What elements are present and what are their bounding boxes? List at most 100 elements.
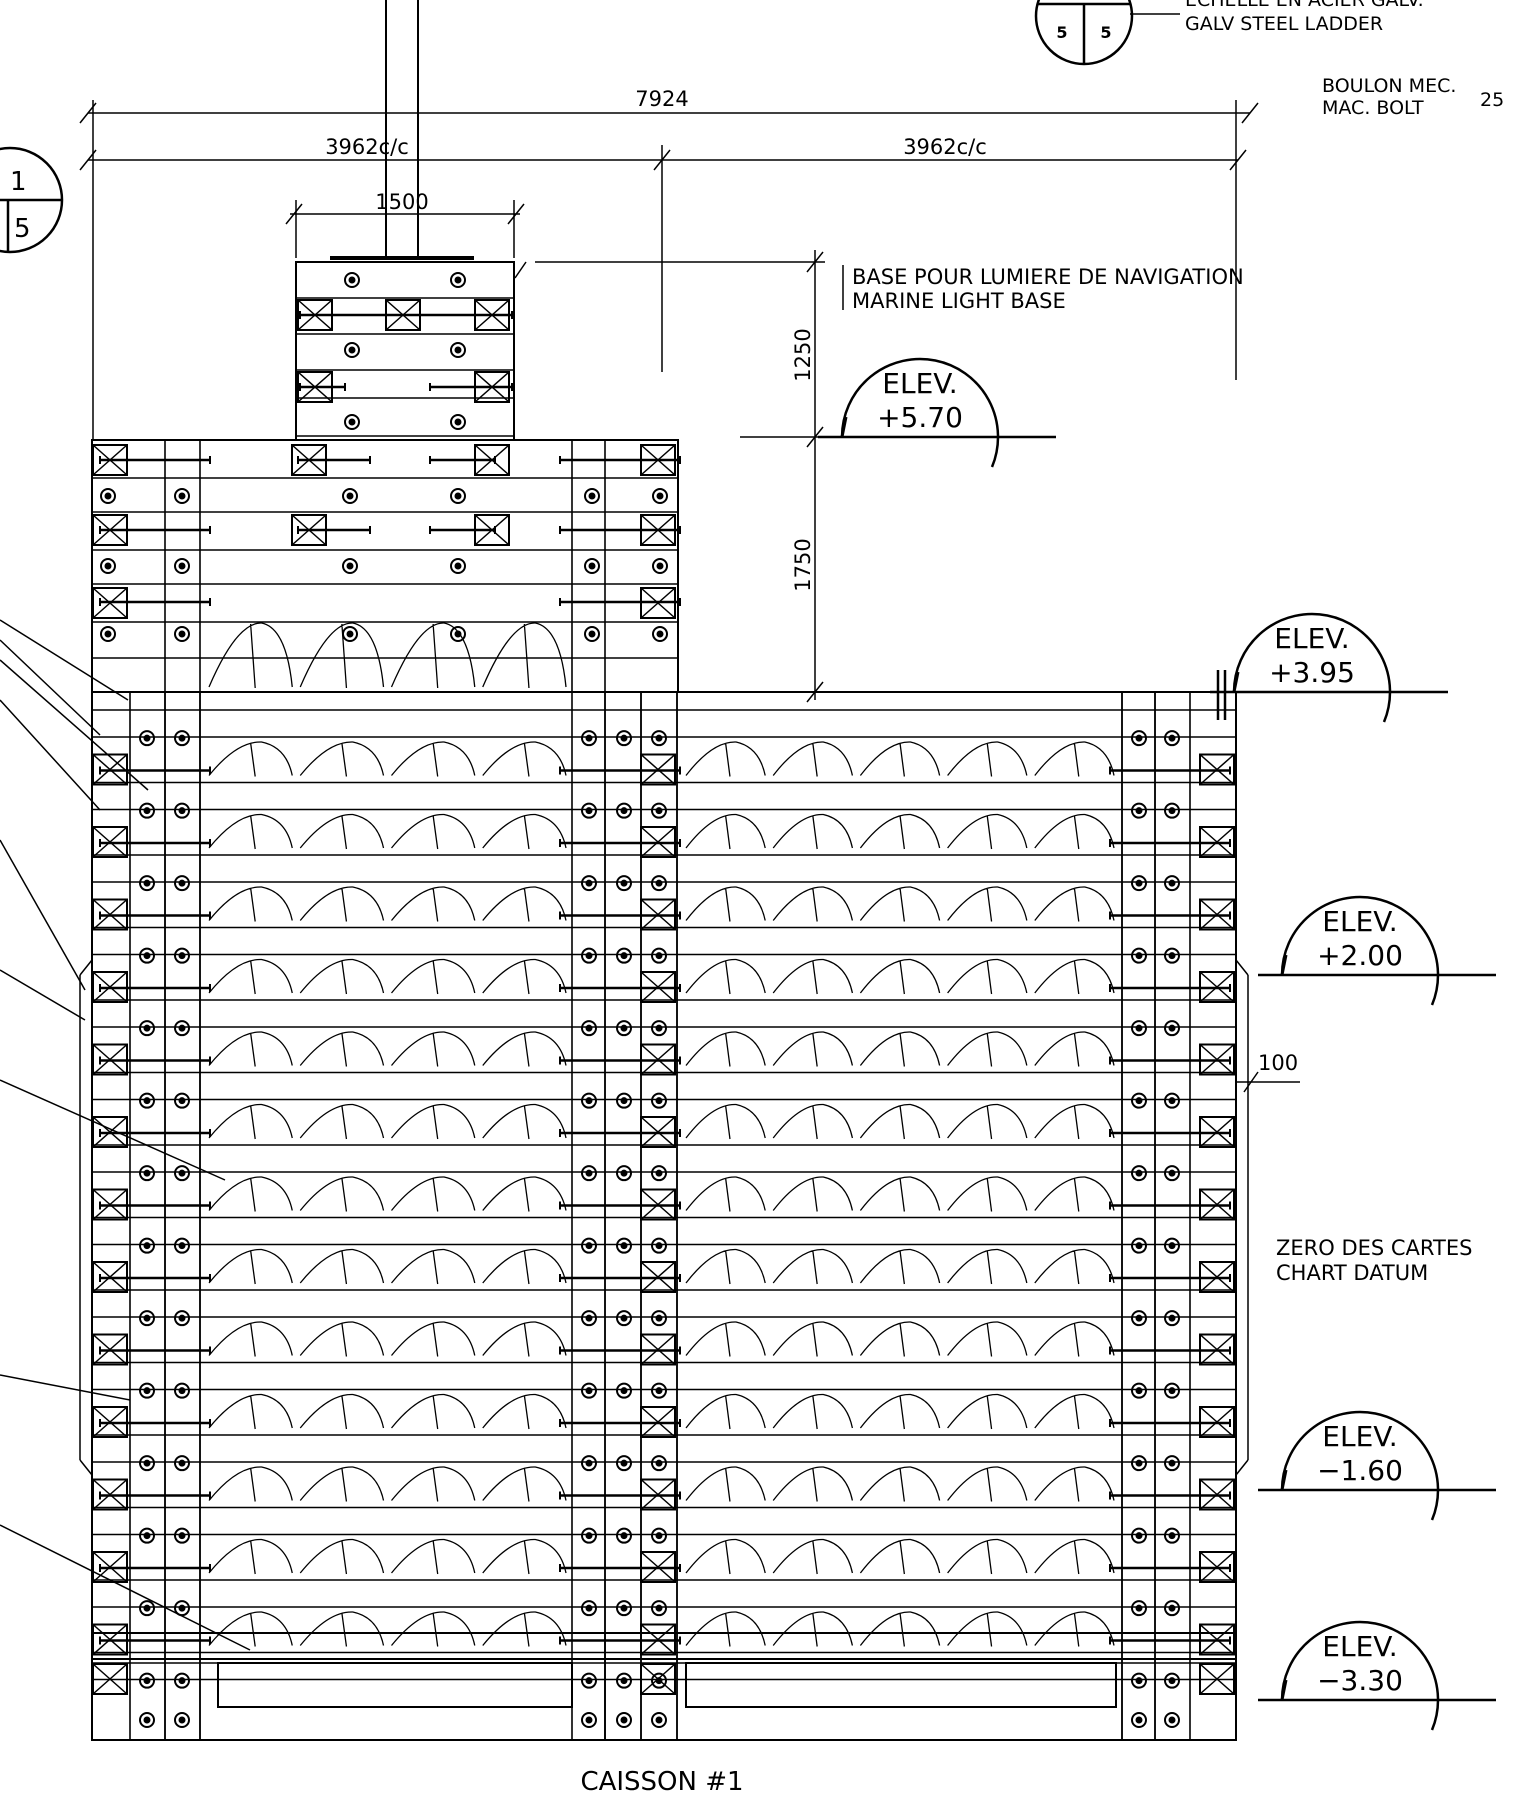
- bolt-center: [585, 1716, 593, 1724]
- bolt-center: [585, 1604, 593, 1612]
- bolt-center: [656, 630, 664, 638]
- bolt-center: [655, 734, 663, 742]
- bolt-head: [616, 1455, 632, 1472]
- stone-fill: [208, 1176, 567, 1212]
- leader-lines: [0, 619, 251, 1651]
- bolt-center: [1135, 1242, 1143, 1250]
- bolt-center: [655, 807, 663, 815]
- bolt-head: [584, 626, 600, 642]
- bolt-center: [1135, 807, 1143, 815]
- elevation-tag: ELEV.: [882, 367, 957, 400]
- bolt-center: [1168, 1024, 1176, 1032]
- bolt-head: [342, 488, 358, 504]
- bolt-head: [616, 1712, 632, 1728]
- bolt-head: [1131, 1712, 1147, 1728]
- bolt-head: [616, 1310, 632, 1327]
- bolt-center: [454, 346, 462, 354]
- bolt-center: [1135, 1677, 1143, 1685]
- bolt-head: [652, 488, 668, 504]
- bolt-center: [620, 1387, 628, 1395]
- stone-fill: [685, 1248, 1115, 1285]
- bolt-center: [454, 418, 462, 426]
- bolt-center: [178, 734, 186, 742]
- drawing-title: CAISSON #1: [580, 1767, 743, 1793]
- light-base-label-en: MARINE LIGHT BASE: [852, 289, 1066, 313]
- bolt-center: [1135, 1169, 1143, 1177]
- bolt-head: [1131, 802, 1147, 819]
- bolt-head: [100, 488, 116, 504]
- bolt-center: [1135, 1532, 1143, 1540]
- bolt-center: [620, 1097, 628, 1105]
- bolt-head: [174, 1672, 190, 1689]
- bolt-center: [655, 1459, 663, 1467]
- bolt-head: [1131, 1310, 1147, 1327]
- bolt-label-fr: BOULON MEC.: [1322, 75, 1456, 97]
- bottom-beam: [91, 1632, 1237, 1660]
- bolt-center: [620, 1242, 628, 1250]
- dimension-left-bay: 3962c/c: [325, 135, 409, 159]
- bolt-head: [1131, 1020, 1147, 1037]
- bolt-head: [342, 558, 358, 574]
- bolt-center: [346, 562, 354, 570]
- bolt-head: [344, 414, 360, 430]
- cross-block: [92, 1663, 128, 1695]
- bolt-head: [1164, 802, 1180, 819]
- bolt-center: [143, 1024, 151, 1032]
- bolt-center: [1168, 879, 1176, 887]
- mast: [330, 0, 474, 260]
- bolt-head: [581, 1455, 597, 1472]
- bolt-center: [104, 630, 112, 638]
- bolt-size: 25: [1480, 89, 1504, 111]
- bolt-head: [1164, 1712, 1180, 1728]
- bolt-center: [178, 562, 186, 570]
- bolt-center: [143, 1097, 151, 1105]
- bolt-center: [143, 1169, 151, 1177]
- section-ref-bottom: 5: [14, 214, 31, 244]
- stone-fill: [685, 1611, 1115, 1647]
- bolt-head: [616, 730, 632, 747]
- bolt-head: [450, 626, 466, 642]
- bolt-head: [616, 802, 632, 819]
- bolt-head: [651, 1237, 667, 1254]
- bolt-head: [1131, 1455, 1147, 1472]
- bolt-head: [450, 414, 466, 430]
- bolt-center: [1168, 1242, 1176, 1250]
- bolt-center: [656, 492, 664, 500]
- bolt-center: [143, 879, 151, 887]
- bolt-head: [651, 1712, 667, 1728]
- bolt-head: [1164, 1310, 1180, 1327]
- bolt-head: [651, 947, 667, 964]
- bolt-head: [174, 1092, 190, 1109]
- bolt-center: [585, 734, 593, 742]
- bolt-head: [174, 947, 190, 964]
- elevation-value: +3.95: [1269, 656, 1355, 689]
- bolt-head: [581, 947, 597, 964]
- bolt-head: [174, 488, 190, 504]
- bolt-center: [348, 346, 356, 354]
- bolt-head: [174, 626, 190, 642]
- bolt-head: [584, 488, 600, 504]
- bolt-head: [651, 1527, 667, 1544]
- bolt-head: [651, 730, 667, 747]
- elevation-tick: [1232, 671, 1240, 693]
- bolt-head: [616, 1092, 632, 1109]
- elevation-markers: ELEV.+5.70ELEV.+3.95ELEV.+2.00ELEV.−1.60…: [818, 357, 1496, 1731]
- bolt-center: [588, 562, 596, 570]
- elevation-tick: [1280, 954, 1288, 976]
- bolt-head: [450, 558, 466, 574]
- elevation-tick: [1280, 1679, 1288, 1701]
- bolt-head: [139, 1600, 155, 1617]
- bolt-center: [588, 630, 596, 638]
- bolt-center: [585, 1387, 593, 1395]
- bolt-center: [178, 1716, 186, 1724]
- bolt-center: [454, 492, 462, 500]
- bolt-center: [143, 807, 151, 815]
- dimension-upper-height: 1750: [791, 538, 815, 591]
- bolt-center: [178, 1314, 186, 1322]
- stone-fill: [685, 813, 1115, 850]
- bolt-head: [1131, 1672, 1147, 1689]
- bolt-center: [620, 1024, 628, 1032]
- stone-fill: [208, 1393, 567, 1430]
- bolt-center: [454, 276, 462, 284]
- bolt-center: [1135, 1459, 1143, 1467]
